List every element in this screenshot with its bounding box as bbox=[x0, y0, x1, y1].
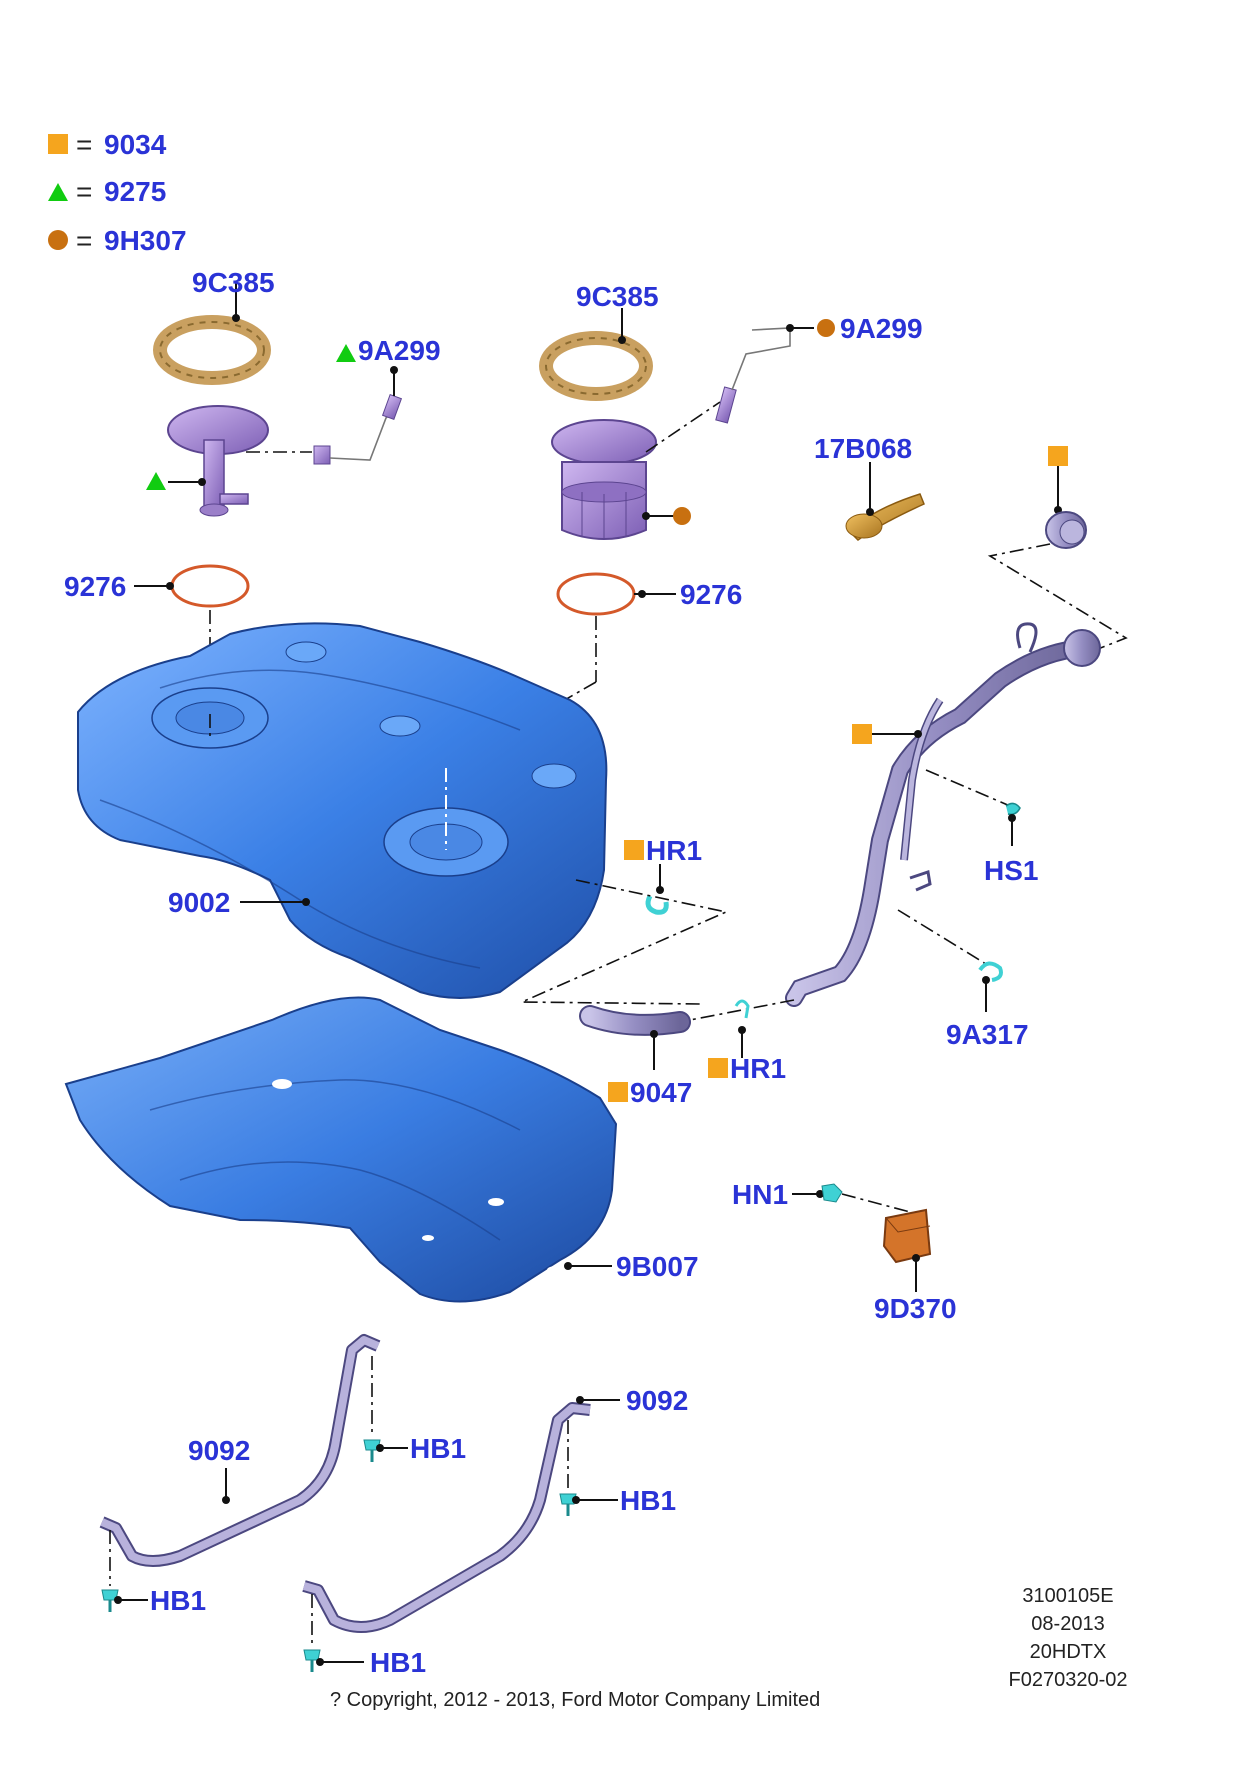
green-triangle-icon bbox=[146, 472, 166, 490]
legend-equals: = bbox=[76, 176, 92, 207]
orange-square-icon bbox=[608, 1082, 628, 1102]
orange-square-icon bbox=[624, 840, 644, 860]
seal-left bbox=[170, 564, 250, 608]
clip-pipe bbox=[734, 999, 750, 1019]
locking-ring-left bbox=[153, 315, 271, 385]
fuel-tank bbox=[77, 622, 608, 999]
info-line-1: 3100105E bbox=[1022, 1585, 1113, 1607]
seal-right bbox=[556, 572, 636, 616]
legend-equals: = bbox=[76, 225, 92, 256]
label-tank: 9002 bbox=[168, 887, 230, 918]
label-bolt-3: HB1 bbox=[150, 1585, 206, 1616]
label-sender-left: 9A299 bbox=[358, 335, 441, 366]
vent-valve bbox=[845, 493, 925, 541]
fuel-pump-module-right bbox=[551, 419, 657, 540]
heat-shield bbox=[64, 996, 618, 1303]
info-line-2: 08-2013 bbox=[1031, 1613, 1104, 1635]
brown-circle-icon bbox=[48, 230, 68, 250]
label-ring-right: 9C385 bbox=[576, 281, 659, 312]
green-triangle-icon bbox=[336, 344, 356, 362]
label-seal-left: 9276 bbox=[64, 571, 126, 602]
filler-pipe bbox=[785, 622, 1101, 1007]
strap-right bbox=[302, 1402, 591, 1633]
legend-code: 9034 bbox=[104, 129, 167, 160]
legend-item-circle: = 9H307 bbox=[48, 225, 187, 256]
label-sender-right: 9A299 bbox=[840, 313, 923, 344]
float-arm-left bbox=[246, 393, 403, 465]
brown-circle-icon bbox=[673, 507, 691, 525]
float-arm-right bbox=[645, 327, 791, 453]
orange-square-icon bbox=[48, 134, 68, 154]
label-hose: 9047 bbox=[630, 1077, 692, 1108]
label-strap-right: 9092 bbox=[626, 1385, 688, 1416]
nut bbox=[821, 1183, 843, 1203]
drawing-info: 3100105E 08-2013 20HDTX F0270320-02 bbox=[1009, 1585, 1128, 1691]
label-seal-right: 9276 bbox=[680, 579, 742, 610]
label-clip-tank: HR1 bbox=[646, 835, 702, 866]
label-bolt-4: HB1 bbox=[370, 1647, 426, 1678]
clip-filler bbox=[1005, 802, 1021, 816]
label-bolt-1: HB1 bbox=[410, 1433, 466, 1464]
label-bolt-2: HB1 bbox=[620, 1485, 676, 1516]
hose bbox=[579, 999, 795, 1036]
label-ring-left: 9C385 bbox=[192, 267, 275, 298]
bolt-3 bbox=[101, 1530, 119, 1612]
orange-square-icon bbox=[708, 1058, 728, 1078]
info-line-3: 20HDTX bbox=[1030, 1641, 1107, 1663]
label-nut: HN1 bbox=[732, 1179, 788, 1210]
label-shield: 9B007 bbox=[616, 1251, 699, 1282]
fuel-sender-left bbox=[167, 405, 269, 517]
legend-code: 9H307 bbox=[104, 225, 187, 256]
strap-left bbox=[99, 1334, 381, 1567]
copyright: ? Copyright, 2012 - 2013, Ford Motor Com… bbox=[330, 1689, 820, 1711]
label-clip-filler: HS1 bbox=[984, 855, 1038, 886]
bolt-1 bbox=[363, 1356, 381, 1462]
orange-square-icon bbox=[1048, 446, 1068, 466]
label-canister: 9D370 bbox=[874, 1293, 957, 1324]
clamp bbox=[978, 961, 1003, 982]
canister bbox=[882, 1208, 932, 1264]
locking-ring-right bbox=[539, 331, 653, 401]
orange-square-icon bbox=[852, 724, 872, 744]
label-strap-left: 9092 bbox=[188, 1435, 250, 1466]
label-clamp: 9A317 bbox=[946, 1019, 1029, 1050]
clip-tank bbox=[645, 894, 669, 915]
legend-item-triangle: = 9275 bbox=[48, 176, 166, 207]
info-line-4: F0270320-02 bbox=[1009, 1669, 1128, 1691]
legend-equals: = bbox=[76, 129, 92, 160]
legend: = 9034 = 9275 = 9H307 bbox=[48, 129, 187, 256]
filler-cap bbox=[1045, 511, 1087, 549]
legend-code: 9275 bbox=[104, 176, 166, 207]
label-clip-pipe: HR1 bbox=[730, 1053, 786, 1084]
brown-circle-icon bbox=[817, 319, 835, 337]
label-vent-valve: 17B068 bbox=[814, 433, 912, 464]
legend-item-square: = 9034 bbox=[48, 129, 167, 160]
green-triangle-icon bbox=[48, 183, 68, 201]
bolt-2 bbox=[559, 1420, 577, 1516]
